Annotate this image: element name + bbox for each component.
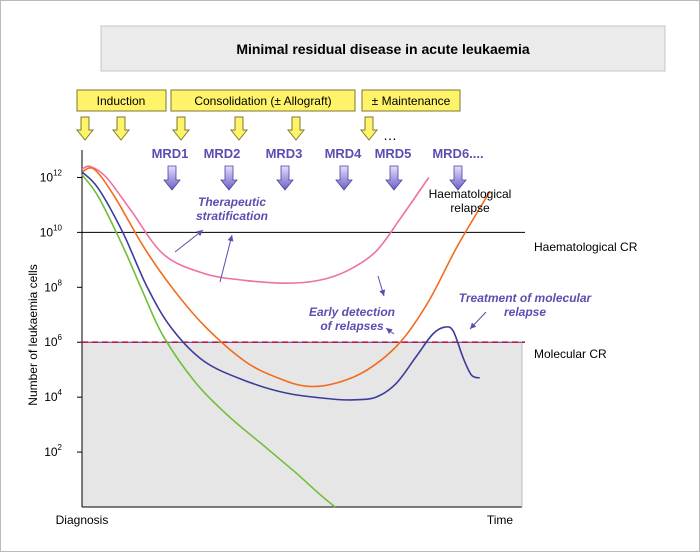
mrd-label: MRD5 xyxy=(375,146,412,161)
haematological-cr-label: Haematological CR xyxy=(534,240,638,254)
below-molecular-cr-region xyxy=(82,342,522,507)
treatment-arrow xyxy=(359,116,379,141)
y-tick-label: 1010 xyxy=(40,223,63,239)
y-tick-label: 102 xyxy=(44,443,62,459)
series-lines xyxy=(81,165,491,508)
molecular-cr-label: Molecular CR xyxy=(534,347,607,361)
mrd-label: MRD2 xyxy=(204,146,241,161)
phase-label-consolidation: Consolidation (± Allograft) xyxy=(194,94,331,108)
mrd-label: MRD6.... xyxy=(432,146,483,161)
treatment-arrow xyxy=(286,116,306,141)
mrd-arrow xyxy=(220,165,238,191)
y-tick-label: 106 xyxy=(44,333,62,349)
y-tick-label: 108 xyxy=(44,278,62,294)
mrd-arrow xyxy=(385,165,403,191)
phase-label-induction: Induction xyxy=(97,94,146,108)
mrd-arrow xyxy=(449,165,467,191)
reference-lines xyxy=(82,231,525,344)
mrd-arrow xyxy=(163,165,181,191)
arrow-stratification-mrd1-head xyxy=(196,230,203,237)
y-tick-label: 104 xyxy=(44,388,62,404)
mrd-label: MRD1 xyxy=(152,146,189,161)
x-tick-diagnosis: Diagnosis xyxy=(56,513,109,527)
treatment-ellipsis: … xyxy=(383,127,397,143)
series-line-blue xyxy=(81,171,481,401)
arrow-early-detection-orange-head xyxy=(386,328,393,334)
series-line-orange xyxy=(81,167,491,388)
y-tick-label: 1012 xyxy=(40,168,63,184)
treatment-arrow xyxy=(171,116,191,141)
mrd-label: MRD4 xyxy=(325,146,363,161)
arrow-stratification-mrd2-head xyxy=(227,235,234,242)
phase-box-consolidation xyxy=(170,89,356,112)
phase-label-maintenance: ± Maintenance xyxy=(372,94,451,108)
mrd-arrow xyxy=(335,165,353,191)
series-line-green xyxy=(81,174,336,508)
chart-title: Minimal residual disease in acute leukae… xyxy=(236,41,530,57)
y-axis-label: Number of leukaemia cells xyxy=(26,264,40,405)
phase-box-maintenance xyxy=(361,89,461,112)
axes: 1012 1010 108 106 104 102 xyxy=(40,150,523,508)
mrd-timepoints: MRD1 MRD2 MRD3 MRD4 MRD5 MRD6.... xyxy=(152,146,484,191)
arrow-molecular-relapse-head xyxy=(470,322,477,329)
phase-box-induction xyxy=(76,89,167,112)
arrow-early-detection-pink-head xyxy=(379,289,386,296)
x-tick-time: Time xyxy=(487,513,514,527)
arrow-stratification-mrd2 xyxy=(219,234,233,283)
treatment-arrow xyxy=(75,116,95,141)
treatment-arrow xyxy=(229,116,249,141)
title-box xyxy=(100,25,666,72)
series-line-pink xyxy=(81,165,430,285)
mrd-arrow xyxy=(276,165,294,191)
mrd-label: MRD3 xyxy=(266,146,303,161)
treatment-arrow xyxy=(111,116,131,141)
treatment-arrows xyxy=(75,116,379,141)
